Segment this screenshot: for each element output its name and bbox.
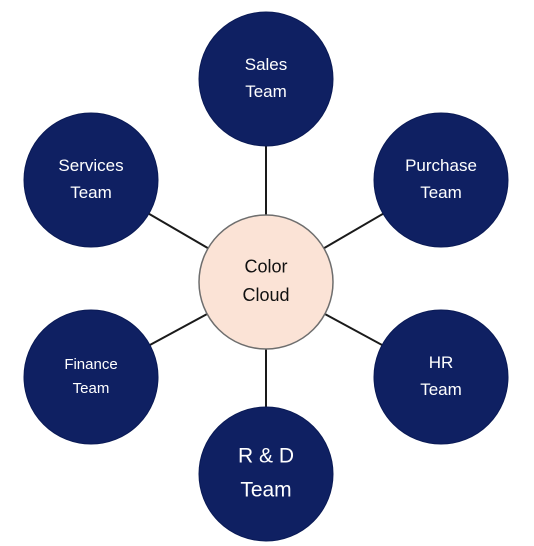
- node-rnd-label-line: R & D: [238, 445, 294, 468]
- hub-circle: [198, 214, 334, 350]
- node-purchase-circle: [373, 112, 509, 248]
- node-finance-label-line: Team: [73, 380, 110, 397]
- node-purchase-label-line: Team: [420, 183, 462, 202]
- node-rnd: R & D Team: [198, 406, 334, 542]
- node-sales-circle: [198, 11, 334, 147]
- node-rnd-circle: [198, 406, 334, 542]
- connector-finance: [149, 313, 208, 346]
- node-purchase-label-line: Purchase: [405, 156, 477, 175]
- node-services-circle: [23, 112, 159, 248]
- node-hr-label: HR Team: [420, 353, 462, 399]
- node-hr: HR Team: [373, 309, 509, 445]
- node-services-label-line: Team: [70, 183, 112, 202]
- connector-hr: [324, 313, 383, 346]
- hub-label-line: Color: [244, 256, 287, 276]
- node-sales-label-line: Team: [245, 82, 287, 101]
- node-finance-circle: [23, 309, 159, 445]
- connector-services: [148, 212, 209, 250]
- node-rnd-label: R & D Team: [238, 445, 294, 502]
- node-hr-label-line: HR: [429, 353, 454, 372]
- node-hr-label-line: Team: [420, 380, 462, 399]
- node-services-label-line: Services: [58, 156, 123, 175]
- node-finance-label-line: Finance: [64, 356, 117, 373]
- connector-lines: [148, 146, 384, 407]
- node-sales-label-line: Sales: [245, 55, 288, 74]
- node-hr-circle: [373, 309, 509, 445]
- hub-label-line: Cloud: [242, 285, 289, 305]
- connector-purchase: [323, 212, 384, 250]
- node-rnd-label-line: Team: [240, 478, 291, 501]
